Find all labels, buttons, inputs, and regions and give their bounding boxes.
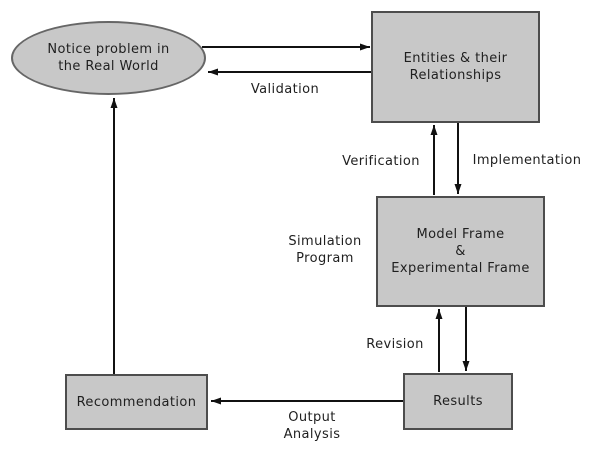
edge-label-validation: Validation (250, 82, 320, 97)
node-model-experimental-frame-label: Model Frame & Experimental Frame (391, 227, 530, 276)
node-entities-relationships-label: Entities & their Relationships (403, 51, 508, 83)
edge-label-verification: Verification (342, 154, 420, 169)
node-recommendation-label: Recommendation (76, 394, 197, 410)
edge-label-simulation-program: Simulation Program (288, 234, 362, 266)
node-real-world-label: Notice problem in the Real World (47, 42, 170, 74)
node-results-label: Results (433, 394, 483, 409)
edge-label-implementation: Implementation (472, 153, 582, 168)
node-recommendation: Recommendation (65, 374, 208, 430)
node-results: Results (403, 373, 513, 430)
edge-label-revision: Revision (366, 337, 424, 352)
node-entities-relationships: Entities & their Relationships (371, 11, 540, 123)
edge-label-output-analysis: Output Analysis (283, 410, 341, 442)
node-model-experimental-frame: Model Frame & Experimental Frame (376, 196, 545, 307)
node-real-world: Notice problem in the Real World (11, 21, 206, 95)
